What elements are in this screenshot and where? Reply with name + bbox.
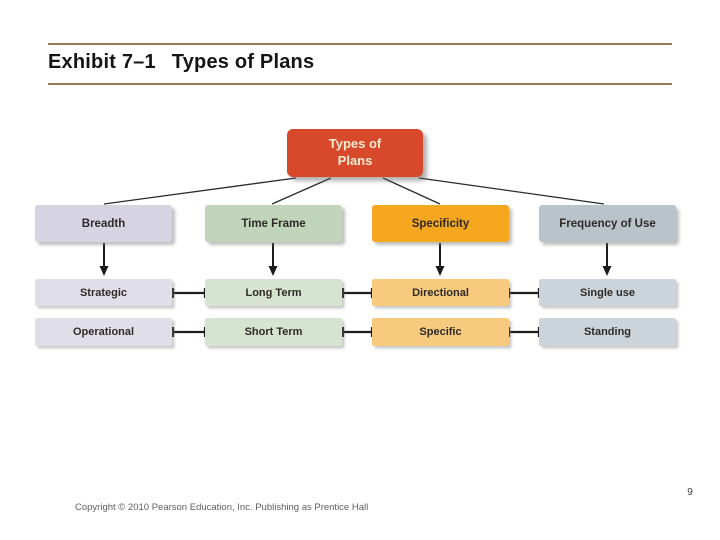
node-category-breadth: Breadth [35, 205, 172, 242]
node-category-time-frame: Time Frame [205, 205, 342, 242]
node-item-directional: Directional [372, 279, 509, 306]
title-bottom-rule [48, 83, 672, 85]
page-number: 9 [687, 487, 693, 498]
node-item-standing: Standing [539, 318, 676, 346]
node-category-specificity: Specificity [372, 205, 509, 242]
node-category-frequency-of-use: Frequency of Use [539, 205, 676, 242]
node-root-types-of-plans: Types of Plans [287, 129, 423, 177]
node-item-single-use: Single use [539, 279, 676, 306]
node-item-strategic: Strategic [35, 279, 172, 306]
node-item-specific: Specific [372, 318, 509, 346]
slide-title: Exhibit 7–1 Types of Plans [48, 51, 314, 74]
copyright-text: Copyright © 2010 Pearson Education, Inc.… [75, 502, 369, 513]
node-item-long-term: Long Term [205, 279, 342, 306]
node-item-operational: Operational [35, 318, 172, 346]
title-text: Types of Plans [171, 51, 315, 73]
title-exhibit-label: Exhibit 7–1 [48, 51, 156, 73]
diagonal-connectors [103, 177, 605, 205]
down-arrows [99, 243, 612, 276]
title-top-rule [48, 43, 672, 45]
node-item-short-term: Short Term [205, 318, 342, 346]
